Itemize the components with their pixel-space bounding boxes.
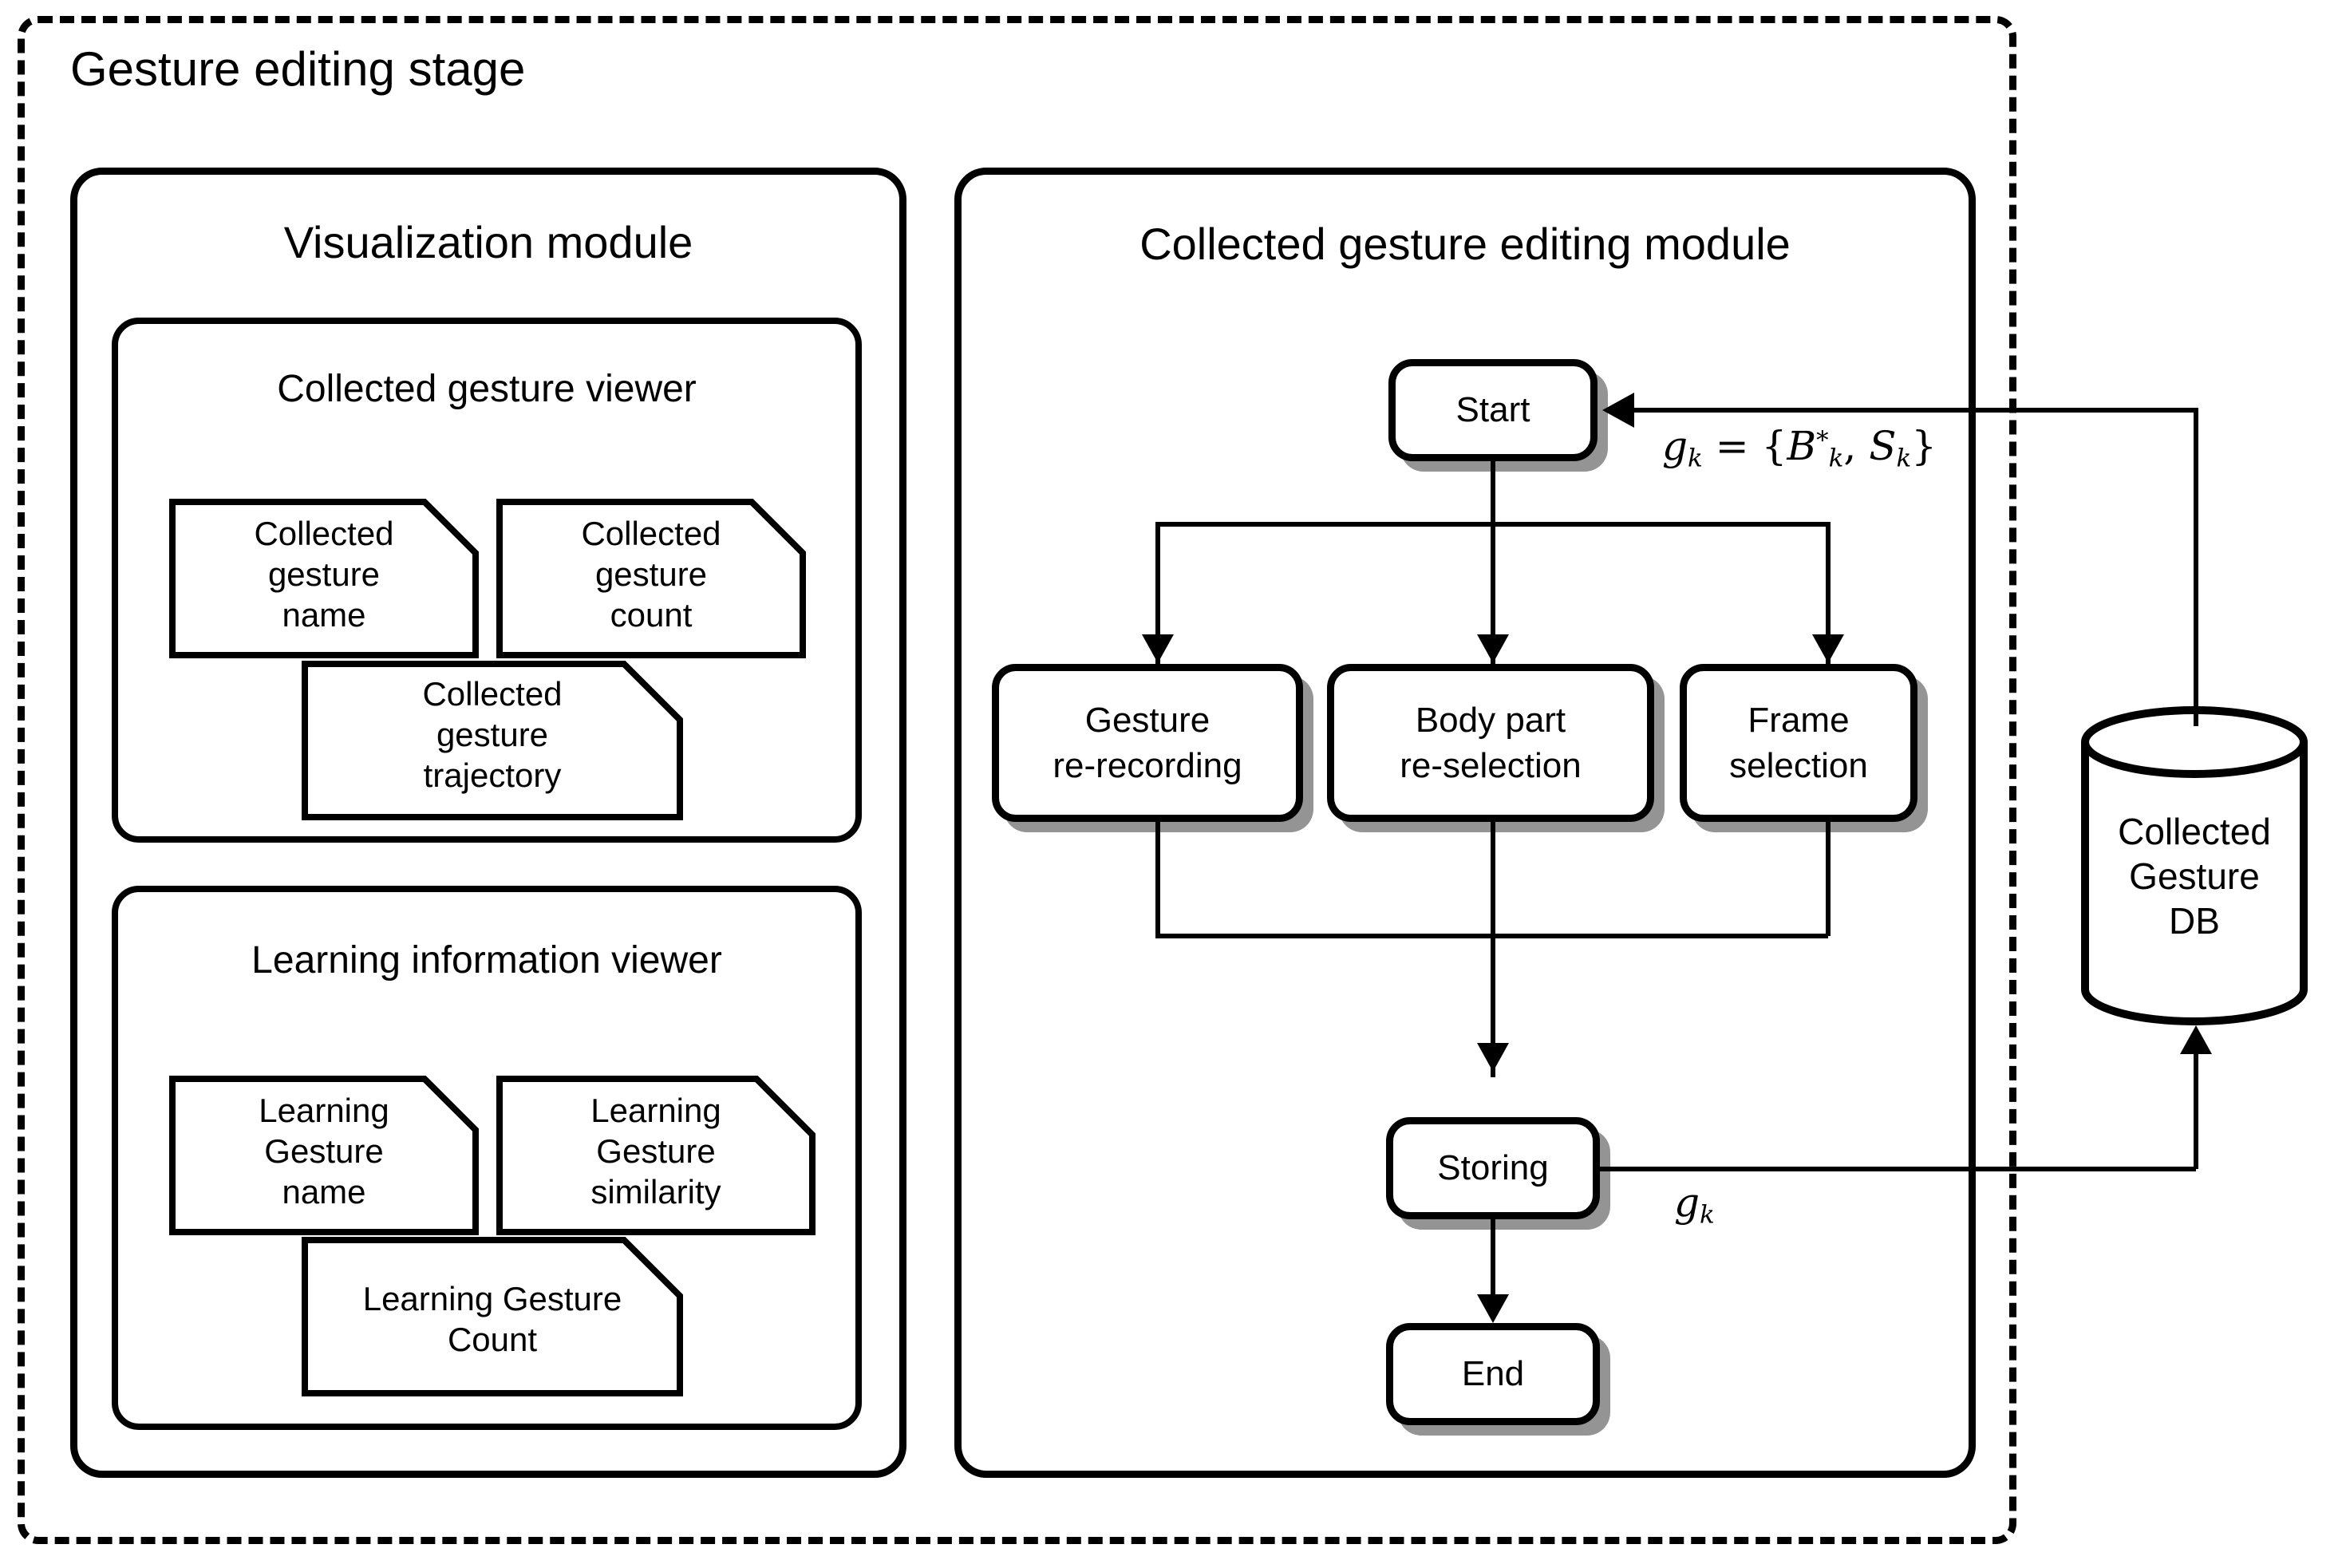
flow-node-gesture-rerecording[interactable]: Gesture re-recording [992,664,1303,822]
flow-node-start[interactable]: Start [1388,359,1598,461]
document-learning-gesture-name: Learning Gesture name [169,1076,479,1235]
connector-start-trunk [1491,461,1495,700]
document-collected-gesture-name: Collected gesture name [169,499,479,658]
arrowhead-to-storing [1477,1043,1509,1072]
connector-db-to-start-vertical [2194,408,2198,726]
visualization-module-title: Visualization module [283,217,693,267]
document-learning-gesture-count: Learning Gesture Count [302,1237,683,1396]
formula-s-var: S [1869,423,1897,469]
flow-node-label: Start [1455,390,1530,430]
connector-branch-right [1826,522,1831,669]
learning-information-viewer-title: Learning information viewer [251,939,722,981]
connector-storing-to-db-horizontal [1600,1167,2196,1171]
connector-merge-right [1826,822,1831,936]
connector-storing-to-db-vertical [2194,1053,2198,1169]
formula-b-sub: k [1828,444,1844,473]
flow-node-label: Frame selection [1729,700,1868,785]
flow-node-label: Gesture re-recording [1053,700,1242,785]
formula-lhs-sub: k [1688,444,1703,473]
formula-gk-definition: gk = {B*k, Sk} [1662,423,1937,473]
connector-db-to-start-horizontal [1633,408,2196,413]
formula-comma: , [1843,423,1857,469]
flow-node-frame-selection[interactable]: Frame selection [1680,664,1917,822]
collected-gesture-viewer-title: Collected gesture viewer [277,368,697,410]
flow-node-body-part-reselection[interactable]: Body part re-selection [1327,664,1654,822]
arrowhead-to-frame-selection [1812,634,1844,663]
formula-equals: = { [1715,423,1787,469]
document-collected-gesture-count: Collected gesture count [496,499,806,658]
collected-gesture-db[interactable]: Collected Gesture DB [2079,704,2310,1028]
flow-node-end[interactable]: End [1386,1323,1600,1425]
formula-s-sub: k [1896,444,1912,473]
formula-b-sup: * [1816,426,1829,456]
arrowhead-to-gesture-rerecording [1142,634,1174,663]
page-title: Gesture editing stage [70,42,526,96]
document-collected-gesture-trajectory: Collected gesture trajectory [302,661,683,820]
arrowhead-to-db [2180,1025,2212,1054]
gesture-editing-stage-frame [18,16,2016,1544]
formula-lhs-var: g [1662,423,1688,469]
flow-node-label: Body part re-selection [1400,700,1582,785]
connector-merge-left [1155,822,1160,936]
formula-b-var: B [1787,423,1817,469]
flow-node-label: Storing [1437,1148,1549,1188]
connector-merge-to-storing [1491,822,1495,1077]
arrowhead-to-start [1602,393,1634,428]
arrowhead-to-end [1477,1294,1509,1323]
document-learning-gesture-similarity: Learning Gesture similarity [496,1076,816,1235]
formula-gk-var: g [1674,1179,1700,1226]
formula-gk-label: gk [1674,1179,1715,1230]
connector-storing-to-end [1491,1219,1495,1317]
collected-gesture-db-label: Collected Gesture DB [2118,811,2271,942]
connector-split-bar [1155,522,1828,527]
arrowhead-to-body-part-reselection [1477,634,1509,663]
formula-gk-sub: k [1700,1200,1715,1230]
formula-close-brace: } [1911,423,1937,469]
connector-branch-left [1155,522,1160,669]
flow-node-storing[interactable]: Storing [1386,1117,1600,1219]
collected-gesture-editing-module-title: Collected gesture editing module [1139,219,1791,269]
flow-node-label: End [1461,1354,1525,1394]
